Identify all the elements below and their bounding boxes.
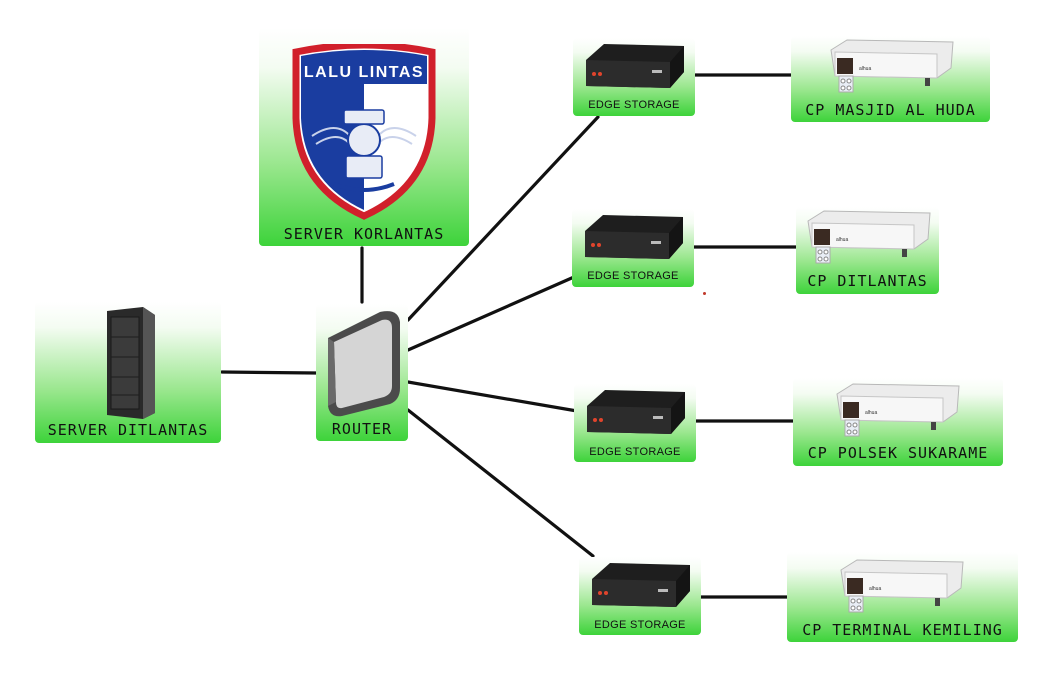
- server-ditlantas-label: SERVER DITLANTAS: [47, 421, 209, 439]
- edge-storage-icon: [586, 44, 684, 88]
- router-label: ROUTER: [331, 420, 393, 438]
- cp-ditlantas-label: CP DITLANTAS: [807, 272, 928, 290]
- edge-storage-label-3: EDGE STORAGE: [589, 446, 681, 458]
- server-korlantas-node[interactable]: LALU LINTAS SERVER KORLANTAS: [259, 28, 469, 246]
- server-ditlantas-node[interactable]: SERVER DITLANTAS: [35, 302, 221, 443]
- link-ditlantas-router: [220, 370, 318, 375]
- edge-storage-node-4[interactable]: EDGE STORAGE: [579, 557, 701, 635]
- shield-logo-text: LALU LINTAS: [304, 64, 424, 81]
- edge-storage-label-4: EDGE STORAGE: [594, 619, 686, 631]
- cctv-camera-icon: alhua: [830, 39, 954, 93]
- cp-polsek-sukarame-node[interactable]: alhua CP POLSEK SUKARAME: [793, 378, 1003, 466]
- cctv-camera-icon: alhua: [836, 383, 960, 437]
- stray-dot: [703, 292, 706, 295]
- edge-storage-node-2[interactable]: EDGE STORAGE: [572, 209, 694, 287]
- link-router-storage-2: [406, 275, 576, 352]
- router-icon: [328, 311, 400, 417]
- cp-terminal-kemiling-label: CP TERMINAL KEMILING: [802, 621, 1003, 639]
- link-router-storage-3: [406, 380, 579, 413]
- edge-storage-icon: [585, 215, 683, 259]
- cp-terminal-kemiling-node[interactable]: alhua CP TERMINAL KEMILING: [787, 552, 1018, 642]
- cctv-camera-icon: alhua: [840, 559, 964, 613]
- edge-storage-node-3[interactable]: EDGE STORAGE: [574, 384, 696, 462]
- server-rack-icon: [107, 307, 155, 419]
- svg-text:alhua: alhua: [865, 410, 877, 416]
- link-router-storage-4: [406, 408, 595, 558]
- svg-text:alhua: alhua: [859, 66, 871, 72]
- server-korlantas-label: SERVER KORLANTAS: [283, 225, 445, 243]
- router-node[interactable]: ROUTER: [316, 304, 408, 441]
- cp-polsek-sukarame-label: CP POLSEK SUKARAME: [807, 444, 989, 462]
- svg-text:alhua: alhua: [836, 237, 848, 243]
- police-shield-logo-icon: LALU LINTAS: [292, 44, 436, 220]
- svg-text:alhua: alhua: [869, 586, 881, 592]
- cp-masjid-al-huda-node[interactable]: alhua CP MASJID AL HUDA: [791, 36, 990, 122]
- cctv-camera-icon: alhua: [807, 210, 931, 264]
- cp-ditlantas-node[interactable]: alhua CP DITLANTAS: [796, 207, 939, 294]
- edge-storage-node-1[interactable]: EDGE STORAGE: [573, 38, 695, 116]
- edge-storage-label-2: EDGE STORAGE: [587, 270, 679, 282]
- link-router-storage-1: [406, 115, 600, 322]
- cp-masjid-al-huda-label: CP MASJID AL HUDA: [805, 101, 976, 119]
- edge-storage-label-1: EDGE STORAGE: [588, 99, 680, 111]
- edge-storage-icon: [592, 563, 690, 607]
- edge-storage-icon: [587, 390, 685, 434]
